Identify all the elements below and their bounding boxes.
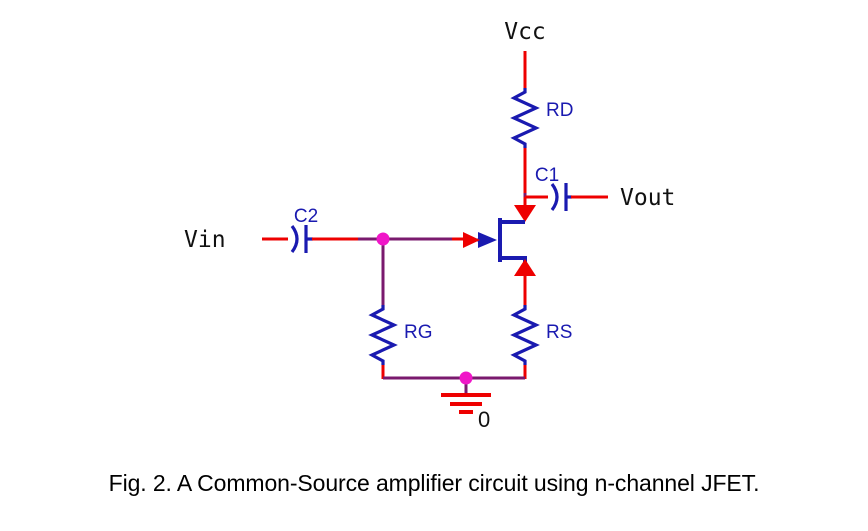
label-vout: Vout (620, 185, 675, 211)
resistor-rg-symbol (368, 305, 398, 365)
junction-dot-ground-node (459, 371, 473, 385)
resistor-rs-symbol (510, 305, 540, 365)
junction-dot-gate-node (376, 232, 390, 246)
resistor-rd-symbol (510, 88, 540, 148)
label-rg: RG (404, 322, 433, 343)
jfet-gate-arrow-icon (478, 232, 497, 248)
circuit-diagram: Vcc Vin Vout RD RG RS C1 C2 0 (184, 19, 675, 432)
ground-branch (383, 376, 525, 414)
rs-branch (510, 256, 540, 379)
drain-output-branch (514, 183, 608, 222)
gate-arrow-icon (463, 232, 480, 248)
label-c2: C2 (294, 206, 318, 227)
capacitor-c2-curved-plate (550, 183, 559, 211)
label-rs: RS (546, 322, 572, 343)
label-vcc: Vcc (504, 19, 546, 45)
input-branch (262, 225, 480, 253)
source-arrow-icon (514, 259, 536, 276)
vcc-branch (510, 51, 540, 196)
rg-branch (368, 239, 398, 379)
capacitor-c1-curved-plate (290, 225, 299, 253)
label-ground: 0 (478, 407, 490, 432)
drain-arrow-icon (514, 205, 536, 222)
label-c1: C1 (535, 165, 559, 186)
label-rd: RD (546, 100, 573, 121)
figure-caption: Fig. 2. A Common-Source amplifier circui… (108, 470, 760, 496)
label-vin: Vin (184, 227, 226, 253)
